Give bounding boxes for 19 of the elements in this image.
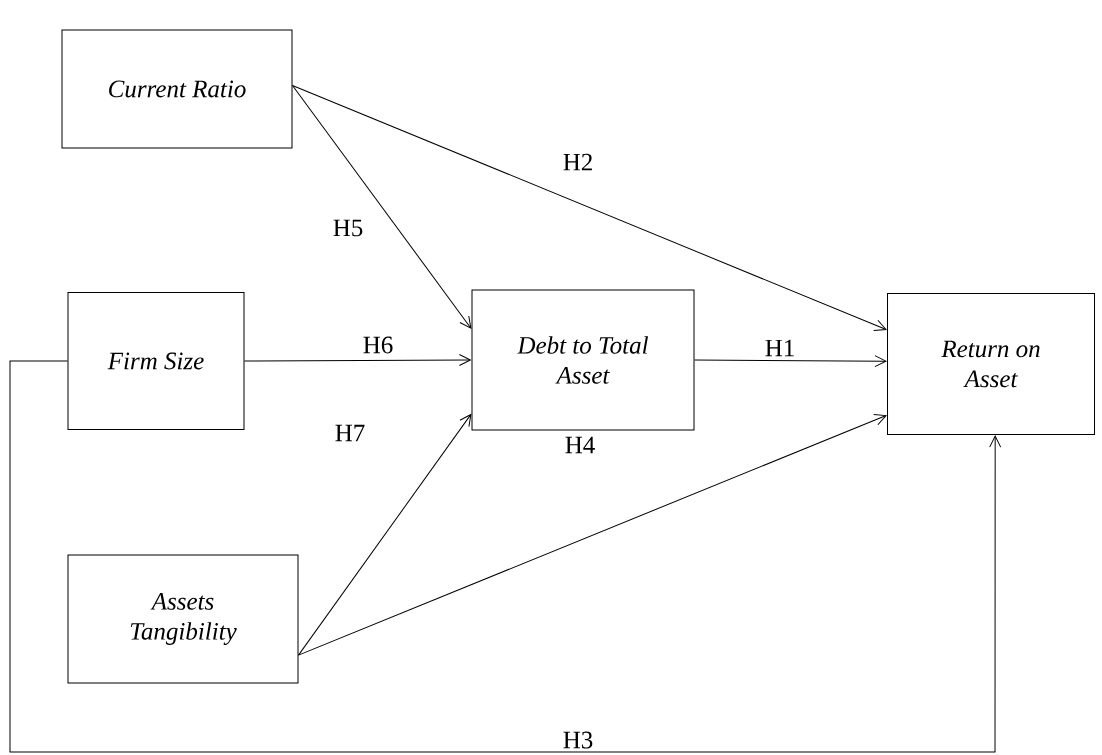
variable-box: Current Ratio xyxy=(61,29,293,149)
arrow xyxy=(694,355,887,368)
arrow xyxy=(298,414,887,656)
edge-label: H4 xyxy=(563,435,597,455)
arrow xyxy=(9,360,1002,753)
arrow xyxy=(298,414,472,656)
edge-label: H2 xyxy=(561,152,595,172)
edge-label: H3 xyxy=(561,730,595,750)
edge-label: H5 xyxy=(331,218,365,238)
edge-label: H7 xyxy=(333,423,367,443)
variable-box: Return on Asset xyxy=(887,293,1095,435)
arrow xyxy=(292,84,887,331)
arrow xyxy=(244,354,471,367)
variable-box: Debt to Total Asset xyxy=(471,289,695,431)
variable-box: Assets Tangibility xyxy=(67,554,299,684)
variable-box: Firm Size xyxy=(67,292,245,430)
edge-label: H6 xyxy=(361,335,395,355)
edge-label: H1 xyxy=(763,338,797,358)
arrow xyxy=(292,84,472,329)
